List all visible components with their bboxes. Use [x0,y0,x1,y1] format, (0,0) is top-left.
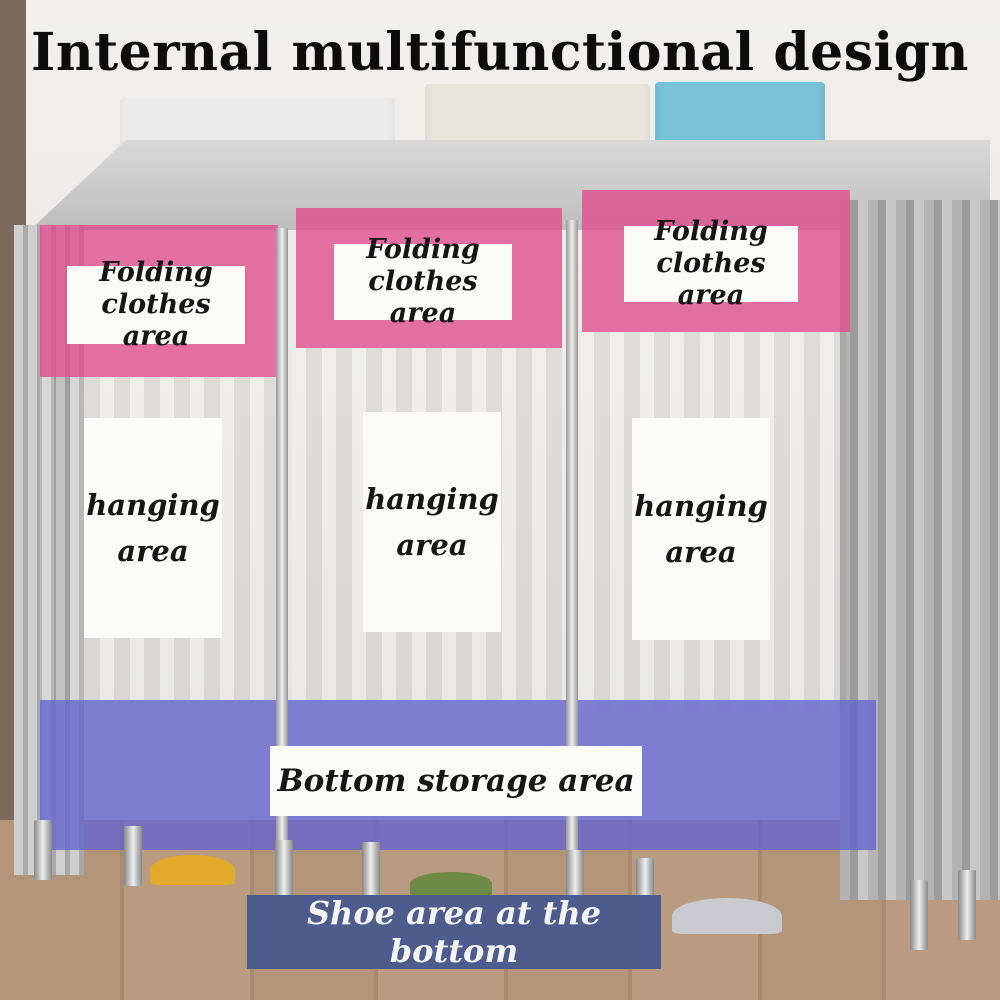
label-hanging-right: hanging area [632,418,770,640]
label-hanging-center: hanging area [363,412,501,632]
wardrobe-leg-1 [34,820,52,880]
label-folding-center: Folding clothes area [334,234,512,329]
shoes-grey [672,898,782,934]
label-shoe-area: Shoe area at the bottom [247,894,661,970]
wardrobe-leg-2 [124,826,142,886]
wardrobe-leg-3 [275,840,293,900]
page-title: Internal multifunctional design [31,22,969,83]
wardrobe-leg-4 [362,842,380,902]
label-folding-right: Folding clothes area [624,216,798,311]
label-bottom-storage: Bottom storage area [270,746,642,816]
frame-pole-2 [566,220,578,880]
shoes-yellow [150,855,235,885]
wardrobe-leg-8 [958,870,976,940]
frame-pole-1 [276,228,288,868]
wardrobe-leg-7 [910,880,928,950]
label-hanging-left: hanging area [84,418,222,638]
shoes-green [410,872,492,896]
label-folding-left: Folding clothes area [67,257,245,352]
